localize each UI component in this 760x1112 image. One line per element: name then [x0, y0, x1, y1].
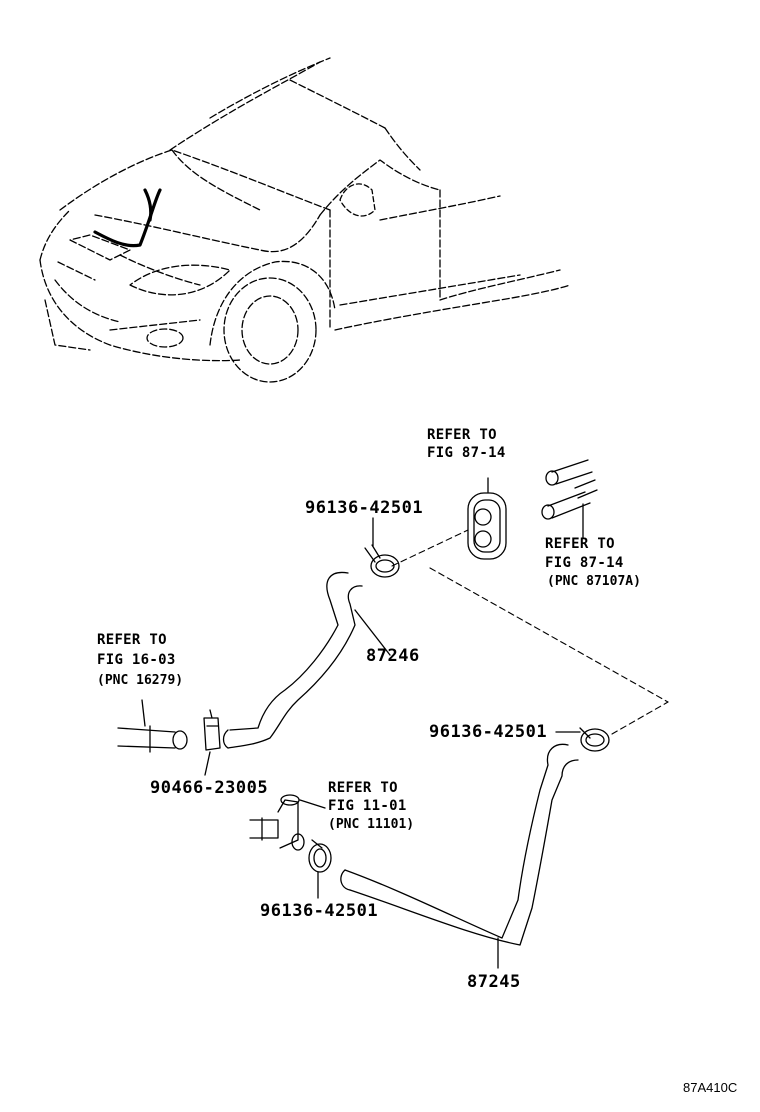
grommet-ref-line2: FIG 87-14 — [427, 445, 506, 461]
car-mirror-and-hose — [93, 183, 376, 248]
clip-part-number: 90466-23005 — [150, 778, 269, 798]
alignment-lines — [391, 529, 669, 735]
clamp-right — [555, 727, 610, 752]
clip — [203, 709, 221, 776]
clamp-right-part-number: 96136-42501 — [429, 722, 548, 742]
engine-ref-pnc: (PNC 16279) — [97, 673, 184, 688]
tank-ref-line2: FIG 11-01 — [328, 798, 407, 814]
hose-upper-part-number: 87246 — [366, 646, 420, 666]
engine-ref-line2: FIG 16-03 — [97, 652, 176, 668]
tank-fitting — [249, 794, 305, 851]
clamp-top-part-number: 96136-42501 — [305, 498, 424, 518]
clamp-bottom-part-number: 96136-42501 — [260, 901, 379, 921]
pipe-ends — [541, 459, 598, 539]
grommet — [467, 477, 507, 560]
hose-87246 — [222, 571, 391, 749]
figure-code: 87A410C — [683, 1080, 738, 1095]
pipe-ref-line1: REFER TO — [545, 536, 615, 552]
pipe-ref-line2: FIG 87-14 — [545, 555, 624, 571]
grommet-ref-line1: REFER TO — [427, 427, 497, 443]
tank-ref-line1: REFER TO — [328, 780, 398, 796]
car-illustration — [39, 57, 571, 383]
clamp-upper — [364, 517, 400, 578]
engine-pipe — [117, 699, 188, 753]
hose-87245 — [340, 743, 579, 969]
engine-ref-line1: REFER TO — [97, 632, 167, 648]
hose-lower-part-number: 87245 — [467, 972, 521, 992]
clamp-lower — [299, 799, 332, 899]
pipe-ref-pnc: (PNC 87107A) — [547, 574, 641, 589]
tank-ref-pnc: (PNC 11101) — [328, 817, 415, 832]
